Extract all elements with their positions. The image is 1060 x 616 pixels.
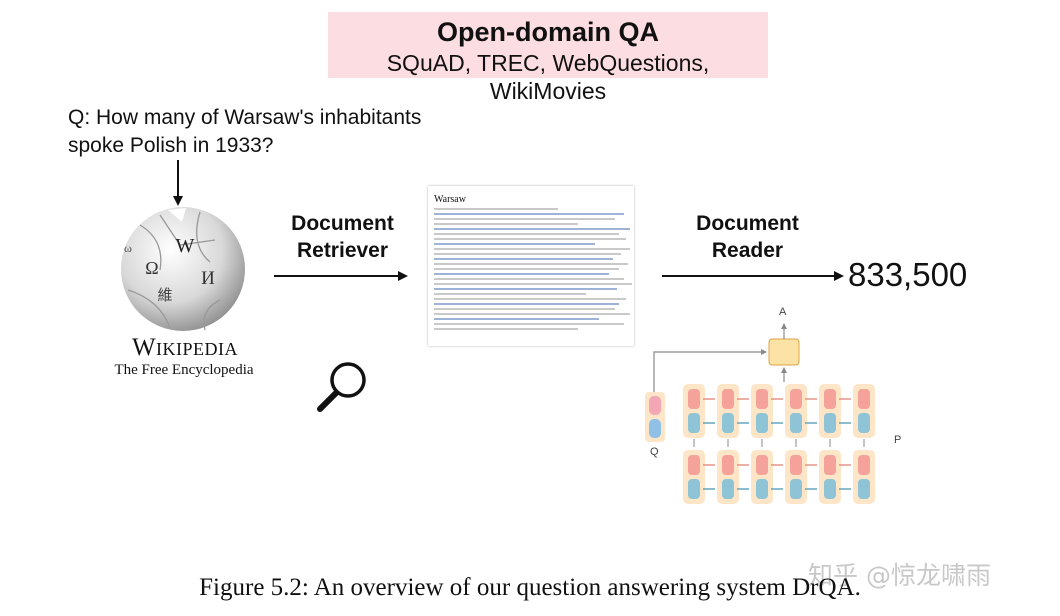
document-text-line [434, 213, 624, 215]
globe-glyph-omega: Ω [145, 258, 158, 278]
forward-unit [790, 389, 802, 409]
document-text-line [434, 298, 626, 300]
document-text-line [434, 328, 579, 330]
backward-unit [722, 413, 734, 433]
document-text-line [434, 263, 628, 265]
wikipedia-wordmark: Wikipedia [110, 334, 260, 362]
forward-unit [824, 389, 836, 409]
network-label-p: P [894, 434, 902, 446]
document-text-line [434, 258, 614, 260]
forward-unit [858, 389, 870, 409]
watermark: 知乎 @惊龙啸雨 [808, 561, 991, 590]
question-line-1: Q: How many of Warsaw's inhabitants [68, 106, 422, 129]
forward-unit [790, 455, 802, 475]
document-text-lines [428, 208, 634, 330]
document-text-line [434, 243, 595, 245]
document-text-line [434, 288, 618, 290]
document-text-line [434, 268, 620, 270]
document-text-line [434, 253, 622, 255]
globe-glyph-w: W [176, 235, 195, 257]
reader-label: Document Reader [675, 210, 820, 264]
backward-unit [790, 413, 802, 433]
backward-unit [858, 413, 870, 433]
globe-glyph-cjk: 維 [157, 286, 172, 304]
forward-unit [858, 455, 870, 475]
document-text-line [434, 293, 587, 295]
forward-unit [722, 389, 734, 409]
document-text-line [434, 273, 610, 275]
magnifier-icon [317, 362, 366, 412]
document-text-line [434, 208, 558, 210]
backward-unit [722, 479, 734, 499]
forward-unit [688, 389, 700, 409]
forward-unit [756, 455, 768, 475]
backward-unit [688, 479, 700, 499]
retriever-label: Document Retriever [270, 210, 415, 264]
backward-unit [824, 413, 836, 433]
backward-unit [756, 413, 768, 433]
forward-unit [756, 389, 768, 409]
document-text-line [434, 318, 599, 320]
document-text-line [434, 228, 630, 230]
figure-caption: Figure 5.2: An overview of our question … [199, 574, 861, 601]
globe-glyph-small: ω [124, 241, 132, 255]
question-text: Q: How many of Warsaw's inhabitants spok… [68, 104, 421, 160]
reader-label-line-2: Reader [711, 239, 784, 262]
title-datasets: SQuAD, TREC, WebQuestions, WikiMovies [386, 50, 710, 104]
reader-network [645, 323, 875, 504]
document-text-line [434, 218, 616, 220]
document-text-line [434, 238, 626, 240]
network-label-a: A [779, 306, 787, 318]
wikipedia-document-thumbnail: Warsaw [428, 186, 634, 346]
wikipedia-globe-icon: W Ω И 維 ω [121, 207, 245, 331]
backward-unit [790, 479, 802, 499]
document-text-line [434, 223, 579, 225]
title-box: Open-domain QA SQuAD, TREC, WebQuestions… [328, 12, 768, 104]
document-heading: Warsaw [434, 194, 466, 205]
document-text-line [434, 283, 632, 285]
document-text-line [434, 313, 630, 315]
forward-unit [688, 455, 700, 475]
document-text-line [434, 278, 624, 280]
output-box [768, 338, 800, 366]
backward-unit [824, 479, 836, 499]
document-text-line [434, 323, 624, 325]
network-label-q: Q [650, 446, 659, 458]
retriever-label-line-2: Retriever [296, 239, 389, 262]
forward-unit [824, 455, 836, 475]
backward-unit [688, 413, 700, 433]
globe-glyph-i: И [201, 268, 215, 289]
title-main: Open-domain QA [437, 17, 659, 47]
document-text-line [434, 248, 630, 250]
backward-unit [756, 479, 768, 499]
reader-label-line-1: Document [696, 212, 799, 235]
question-line-2: spoke Polish in 1933? [68, 134, 274, 157]
document-text-line [434, 308, 616, 310]
document-text-line [434, 233, 620, 235]
forward-unit [722, 455, 734, 475]
backward-unit [858, 479, 870, 499]
document-text-line [434, 303, 620, 305]
answer-text: 833,500 [848, 256, 968, 293]
retriever-label-line-1: Document [291, 212, 394, 235]
wikipedia-tagline: The Free Encyclopedia [114, 362, 254, 378]
wikipedia-wordmark-text: Wikipedia [131, 334, 239, 361]
